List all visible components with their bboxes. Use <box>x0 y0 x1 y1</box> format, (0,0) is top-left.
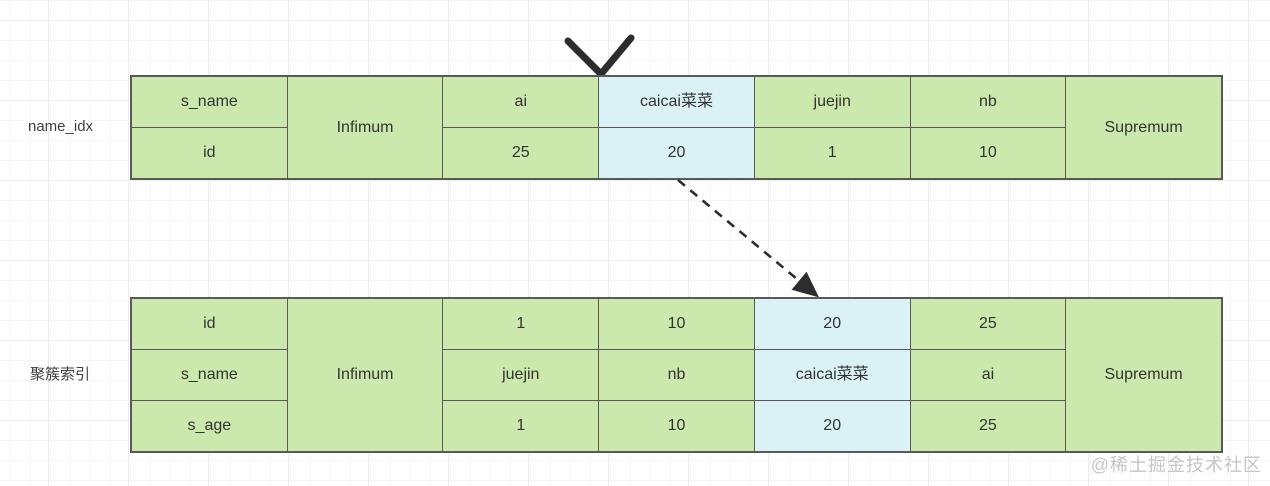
table-cell: 25 <box>910 299 1066 349</box>
clustered-index-label: 聚簇索引 <box>30 366 91 383</box>
table-cell: 1 <box>754 128 910 178</box>
dashed-arrow <box>668 172 832 304</box>
table-cell-supremum: Supremum <box>1066 299 1221 451</box>
table-cell-infimum: Infimum <box>287 77 443 178</box>
table-cell-highlight: caicai菜菜 <box>754 350 910 400</box>
watermark: @稀土掘金技术社区 <box>1090 455 1262 475</box>
table-cell: nb <box>599 350 754 400</box>
table-cell: s_name <box>132 350 287 400</box>
table-cell-highlight: caicai菜菜 <box>599 77 754 127</box>
chevron-down-icon <box>562 30 638 78</box>
table-cell-infimum: Infimum <box>287 299 443 451</box>
table-cell: 25 <box>443 128 599 178</box>
table-cell: ai <box>910 350 1066 400</box>
table-cell: s_age <box>132 401 287 451</box>
table-cell: juejin <box>754 77 910 127</box>
table-cell: 1 <box>443 299 599 349</box>
table-cell: 10 <box>910 128 1066 178</box>
table-cell: 1 <box>443 401 599 451</box>
table-cell-highlight: 20 <box>754 401 910 451</box>
table-cell: s_name <box>132 77 287 127</box>
table-cell: id <box>132 128 287 178</box>
table-cell-highlight: 20 <box>754 299 910 349</box>
table-cell: 25 <box>910 401 1066 451</box>
secondary-index-label: name_idx <box>28 118 94 135</box>
table-cell: 10 <box>599 401 754 451</box>
table-cell: id <box>132 299 287 349</box>
clustered-index-table: id Infimum 1 10 20 25 Supremum s_name ju… <box>130 297 1223 453</box>
table-cell-supremum: Supremum <box>1066 77 1221 178</box>
secondary-index-table: s_name Infimum ai caicai菜菜 juejin nb Sup… <box>130 75 1223 180</box>
table-cell: nb <box>910 77 1066 127</box>
table-cell-highlight: 20 <box>599 128 754 178</box>
table-cell: 10 <box>599 299 754 349</box>
table-cell: juejin <box>443 350 599 400</box>
table-cell: ai <box>443 77 599 127</box>
